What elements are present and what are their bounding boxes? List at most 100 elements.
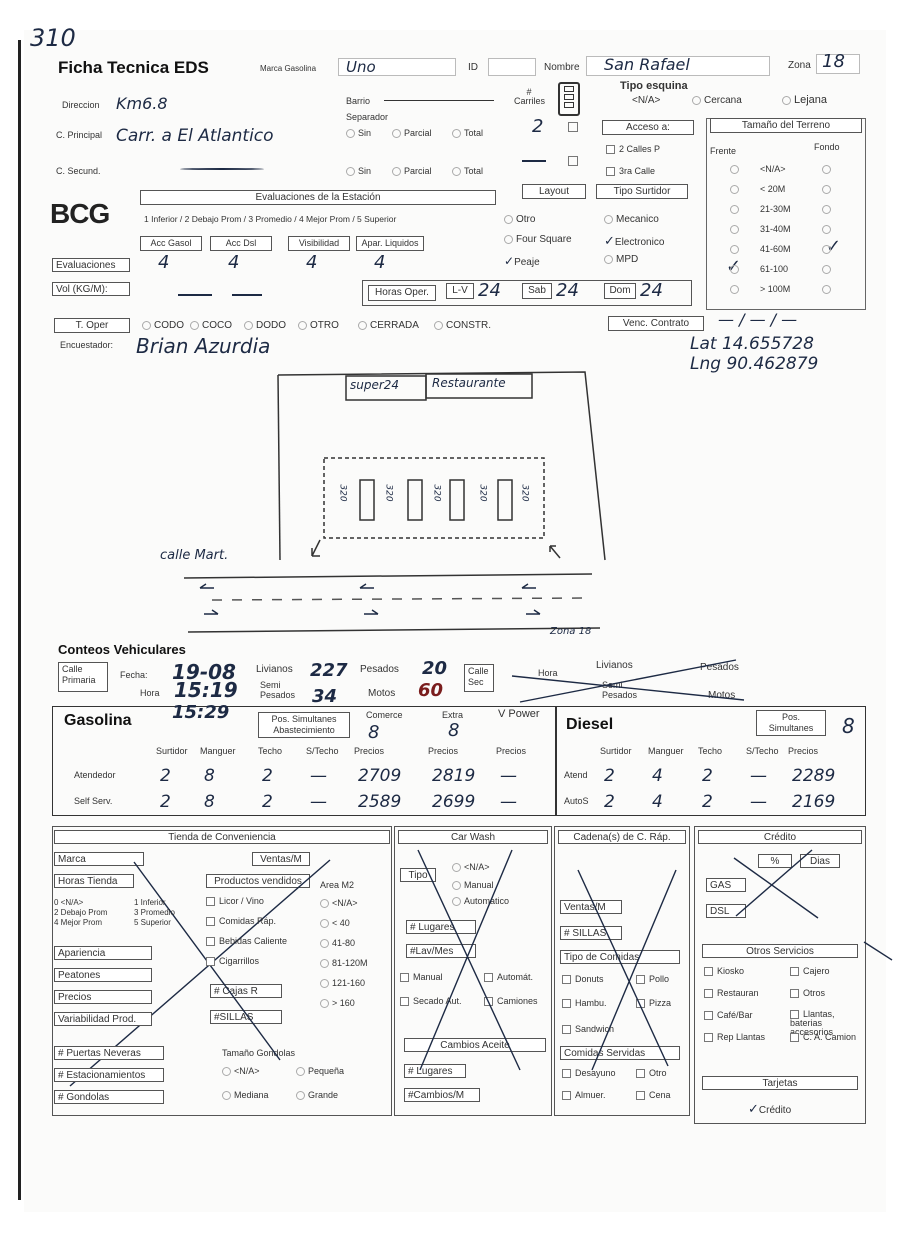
carwash-check-secado[interactable]: Secado Aut. — [400, 996, 462, 1007]
gas-col-4: Precios — [354, 746, 385, 756]
esquina-na[interactable]: <N/A> — [632, 95, 661, 106]
terreno-fondo-radio-0[interactable] — [822, 164, 834, 175]
dsl-row-label-1: AutoS — [564, 796, 589, 806]
lane-arrow-5 — [364, 609, 379, 615]
sep2-sin[interactable]: Sin — [346, 166, 371, 177]
esquina-lejana[interactable]: Lejana — [782, 94, 827, 106]
toper-option-1[interactable]: COCO — [190, 320, 232, 331]
sep-sin[interactable]: Sin — [346, 128, 371, 139]
terreno-fondo-radio-2[interactable] — [822, 204, 834, 215]
hora2-value: 15:29 — [172, 702, 230, 723]
carriles-checkbox[interactable] — [568, 122, 578, 132]
zona-field[interactable] — [816, 54, 860, 74]
serv-desayuno[interactable]: Desayuno — [562, 1068, 616, 1079]
tienda-area-0[interactable]: <N/A> — [320, 898, 358, 909]
layout-otro[interactable]: Otro — [504, 214, 535, 225]
tienda-check-3[interactable]: Cigarrillos — [206, 956, 259, 967]
cadenas-hambu[interactable]: Hambu. — [562, 998, 607, 1009]
terreno-frente-radio-6[interactable] — [730, 284, 742, 295]
id-field[interactable] — [488, 58, 536, 76]
carriles2-checkbox[interactable] — [568, 156, 578, 166]
terreno-fondo-radio-6[interactable] — [822, 284, 834, 295]
evaluaciones-row-label: Evaluaciones — [52, 258, 130, 272]
terreno-fondo-radio-4[interactable] — [822, 244, 834, 255]
terreno-frente-radio-0[interactable] — [730, 164, 742, 175]
marca-field[interactable] — [338, 58, 456, 76]
sep-total[interactable]: Total — [452, 128, 483, 139]
tienda-area-2[interactable]: 41-80 — [320, 938, 355, 949]
nombre-field[interactable] — [586, 56, 770, 76]
sep2-parcial[interactable]: Parcial — [392, 166, 432, 177]
dos-calles[interactable]: 2 Calles P — [606, 144, 660, 155]
pesados-value: 20 — [422, 658, 448, 679]
toper-option-0[interactable]: CODO — [142, 320, 184, 331]
terreno-fondo-radio-1[interactable] — [822, 184, 834, 195]
otros-check-4[interactable]: Café/Bar — [704, 1010, 753, 1021]
esquina-cercana[interactable]: Cercana — [692, 95, 742, 106]
sep2-total[interactable]: Total — [452, 166, 483, 177]
cadenas-donuts[interactable]: Donuts — [562, 974, 604, 985]
dsl-col-1: Manguer — [648, 746, 684, 756]
carwash-check-auto[interactable]: Automát. — [484, 972, 533, 983]
surtidor-mpd[interactable]: MPD — [604, 254, 638, 265]
gondola-pequena[interactable]: Pequeña — [296, 1066, 344, 1077]
motos-value: 60 — [418, 680, 444, 701]
carwash-check-manual[interactable]: Manual — [400, 972, 443, 983]
sketch-road-top — [183, 573, 593, 579]
terreno-fondo-radio-5[interactable] — [822, 264, 834, 275]
gondola-grande[interactable]: Grande — [296, 1090, 338, 1101]
cadenas-pollo[interactable]: Pollo — [636, 974, 669, 985]
terreno-frente-radio-2[interactable] — [730, 204, 742, 215]
serv-otro[interactable]: Otro — [636, 1068, 667, 1079]
otros-check-7[interactable]: C. A. Camion — [790, 1032, 856, 1043]
carwash-manual[interactable]: Manual — [452, 880, 494, 891]
otros-check-5[interactable]: Llantas, baterias accesorios — [790, 1009, 835, 1038]
otros-check-6[interactable]: Rep Llantas — [704, 1032, 765, 1043]
sketch-right-wall — [277, 371, 606, 561]
gondola-na[interactable]: <N/A> — [222, 1066, 260, 1077]
surtidor-mecanico[interactable]: Mecanico — [604, 214, 659, 225]
cambios-mes: #Cambios/M — [404, 1088, 480, 1102]
cadenas-sandwich[interactable]: Sandwich — [562, 1024, 614, 1035]
terreno-frente-radio-5[interactable] — [730, 264, 742, 275]
tienda-check-2[interactable]: Bebidas Caliente — [206, 936, 287, 947]
carwash-auto[interactable]: Automatico — [452, 896, 509, 907]
gondola-mediana[interactable]: Mediana — [222, 1090, 269, 1101]
toper-option-4[interactable]: CERRADA — [358, 320, 419, 331]
layout-peaje[interactable]: ✓Peaje — [504, 254, 540, 268]
otros-check-1[interactable]: Cajero — [790, 966, 830, 977]
carwash-na[interactable]: <N/A> — [452, 862, 490, 873]
layout-four-square[interactable]: Four Square — [504, 234, 572, 245]
tienda-scale-4: 4 Mejor Prom — [54, 918, 103, 927]
toper-option-5[interactable]: CONSTR. — [434, 320, 491, 331]
dsl-col-3: S/Techo — [746, 746, 779, 756]
serv-almuer[interactable]: Almuer. — [562, 1090, 606, 1101]
sep-parcial[interactable]: Parcial — [392, 128, 432, 139]
toper-option-2[interactable]: DODO — [244, 320, 286, 331]
corner-number: 310 — [30, 24, 76, 52]
toper-option-3[interactable]: OTRO — [298, 320, 339, 331]
calle-sec-label: Calle Sec — [464, 664, 494, 692]
tienda-check-0[interactable]: Licor / Vino — [206, 896, 264, 907]
otros-check-3[interactable]: Otros — [790, 988, 825, 999]
terreno-frente-radio-1[interactable] — [730, 184, 742, 195]
lane-arrow-2 — [359, 583, 374, 589]
credito-cross-a — [733, 857, 819, 919]
tienda-check-1[interactable]: Comidas Ráp. — [206, 916, 276, 927]
terreno-frente-radio-4[interactable] — [730, 244, 742, 255]
tienda-area-4[interactable]: 121-160 — [320, 978, 365, 989]
otros-check-0[interactable]: Kiosko — [704, 966, 744, 977]
tienda-area-5[interactable]: > 160 — [320, 998, 355, 1009]
marca-label: Marca Gasolina — [260, 64, 317, 73]
tienda-area-3[interactable]: 81-120M — [320, 958, 368, 969]
otros-check-2[interactable]: Restauran — [704, 988, 759, 999]
terreno-fondo-radio-3[interactable] — [822, 224, 834, 235]
tercera-calle[interactable]: 3ra Calle — [606, 166, 655, 177]
pesados-label: Pesados — [360, 664, 399, 675]
serv-cena[interactable]: Cena — [636, 1090, 671, 1101]
zona-value: 18 — [822, 51, 845, 72]
terreno-frente-radio-3[interactable] — [730, 224, 742, 235]
surtidor-electronico[interactable]: ✓Electronico — [604, 234, 665, 249]
tienda-area-1[interactable]: < 40 — [320, 918, 350, 929]
tarjeta-credito[interactable]: ✓Crédito — [748, 1102, 792, 1117]
